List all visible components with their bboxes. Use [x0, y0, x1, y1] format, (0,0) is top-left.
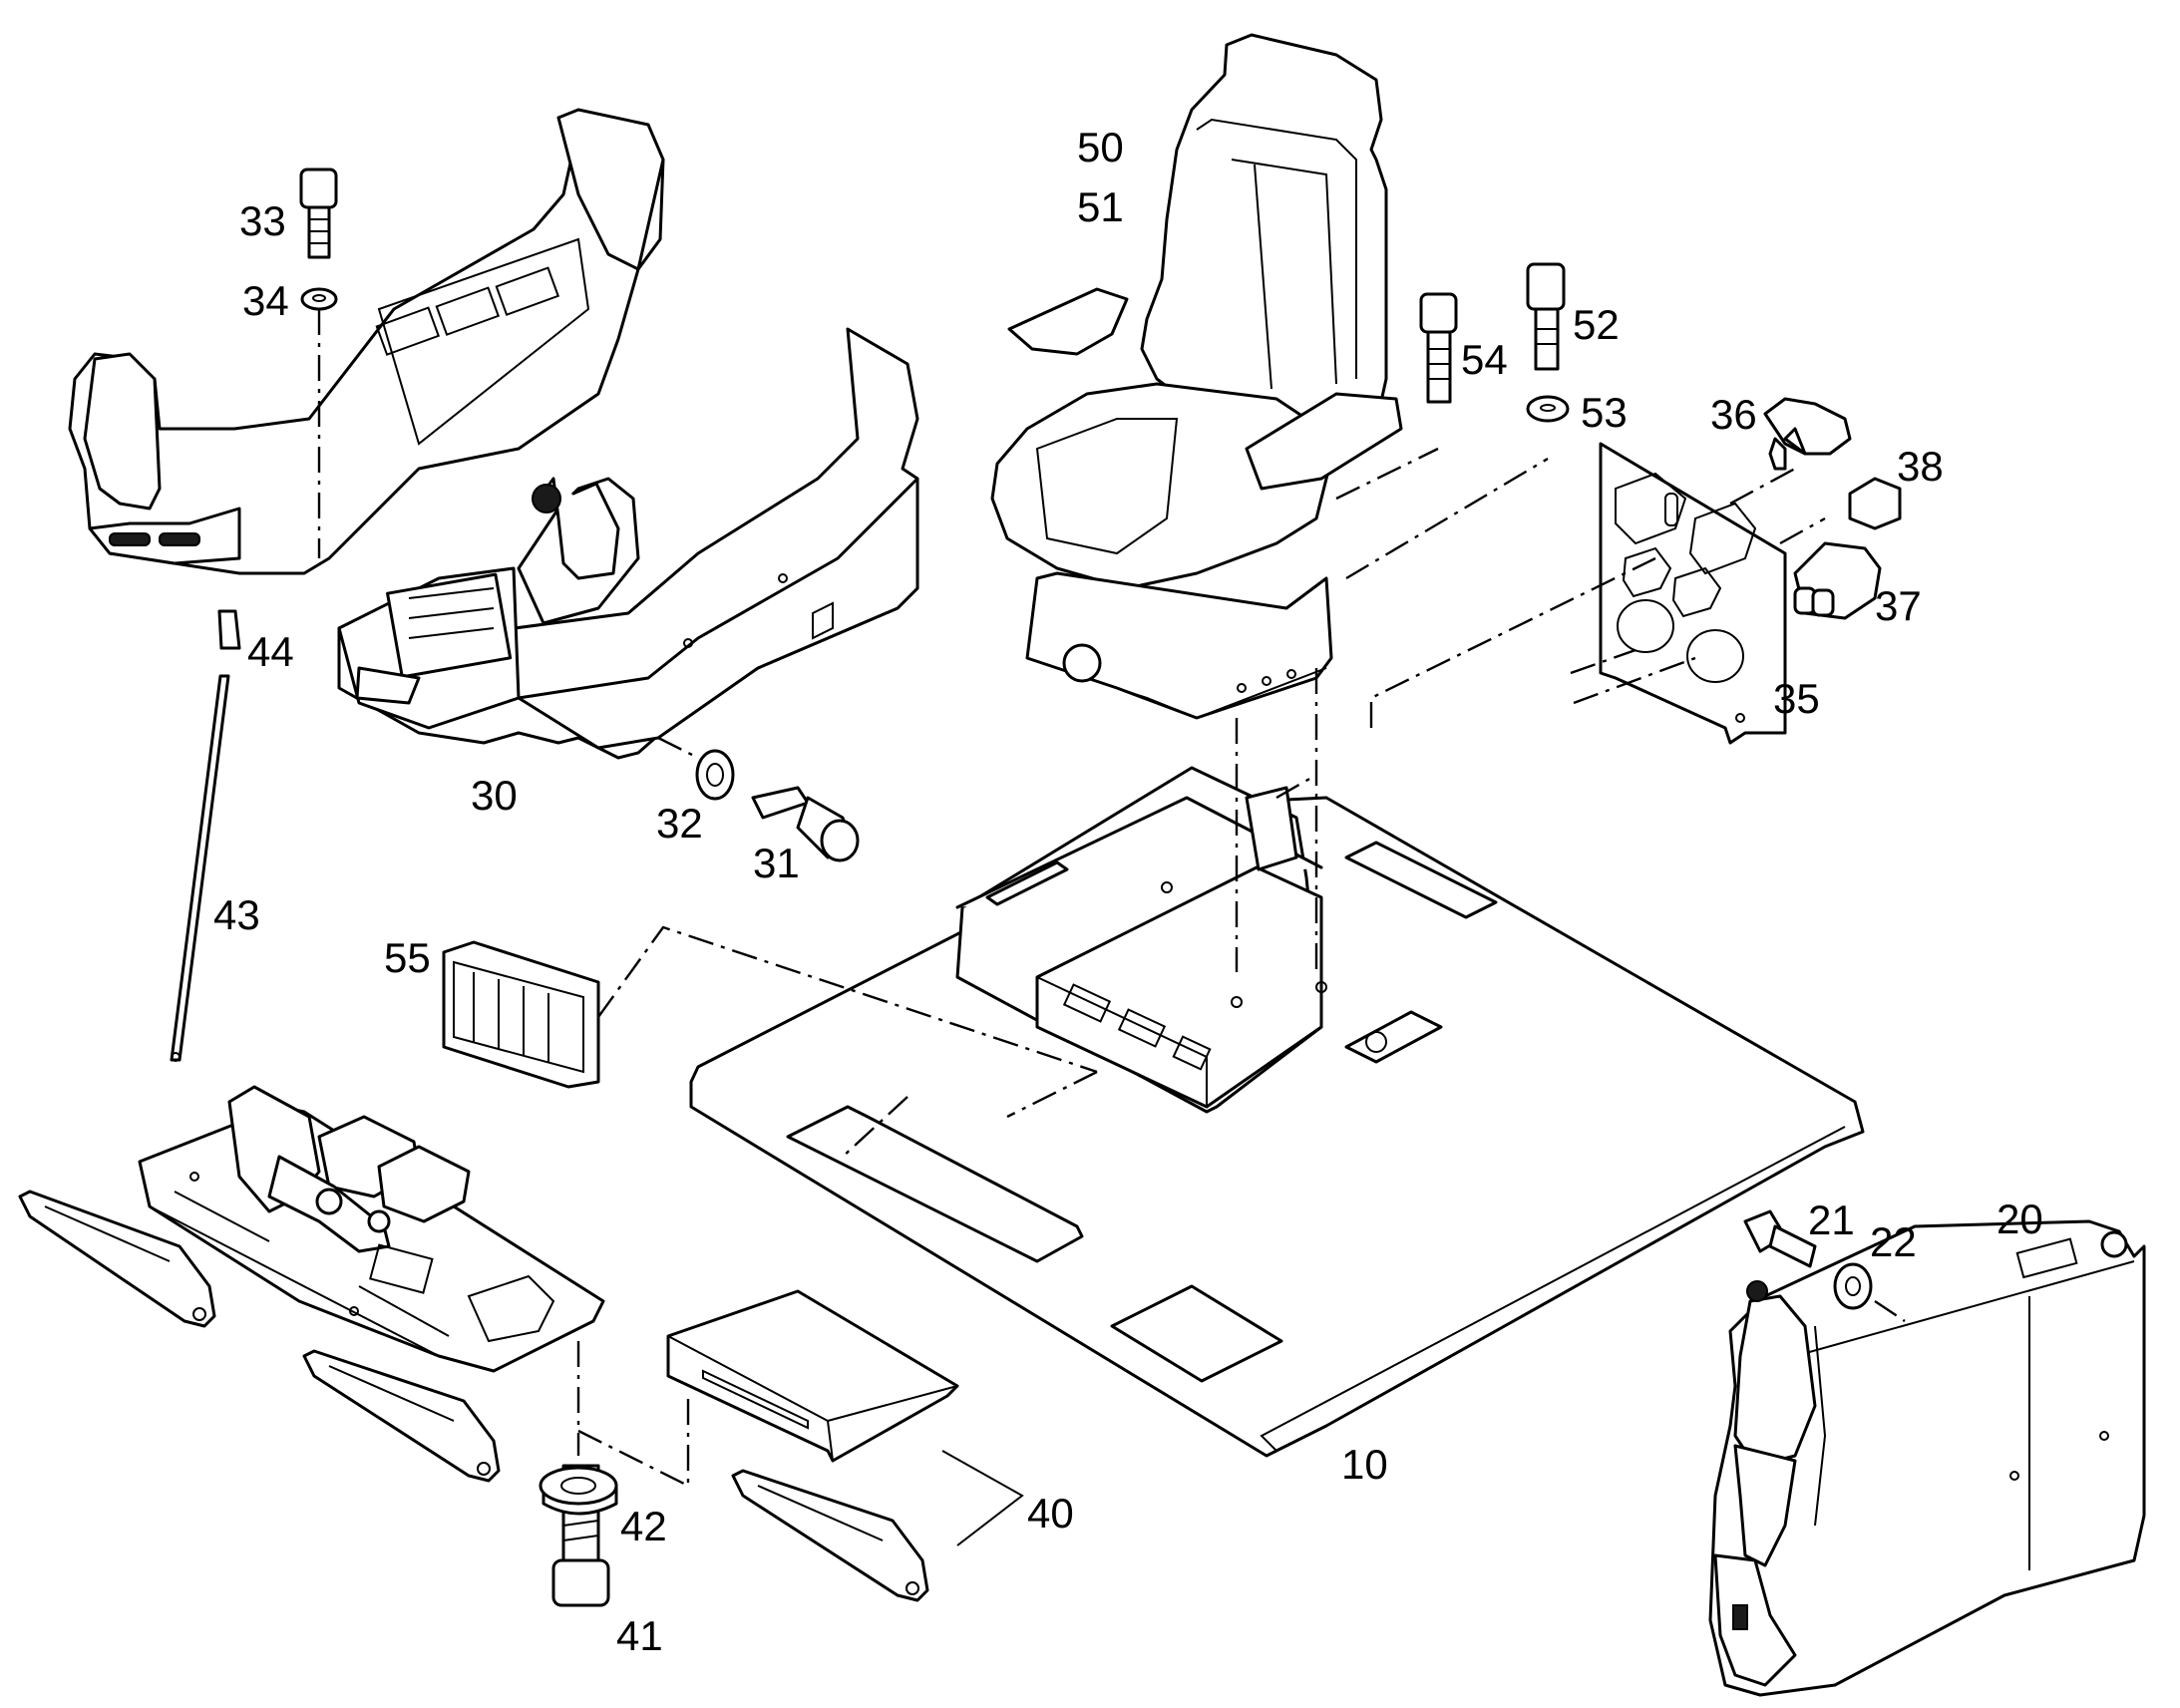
vent-panel	[442, 940, 600, 1089]
bolt-54	[1419, 292, 1458, 404]
callout-35: 35	[1773, 675, 1820, 722]
callout-41: 41	[616, 1612, 663, 1659]
bolt-31	[751, 786, 860, 862]
tray	[666, 1289, 959, 1463]
callout-55: 55	[384, 934, 431, 981]
callout-34: 34	[242, 277, 289, 324]
bracket-middle	[302, 1349, 501, 1483]
callout-22: 22	[1870, 1218, 1917, 1265]
rod	[170, 674, 230, 1062]
callout-44: 44	[247, 628, 294, 675]
seat-base-box	[955, 766, 1327, 1114]
washer-34	[300, 287, 338, 311]
washer-53	[1526, 395, 1570, 423]
callout-42: 42	[620, 1503, 667, 1549]
washer-32	[695, 749, 735, 801]
callout-21: 21	[1808, 1196, 1855, 1243]
left-console	[68, 108, 919, 760]
leader-lines	[317, 309, 1906, 1488]
callout-10: 10	[1341, 1441, 1388, 1488]
callout-33: 33	[239, 197, 286, 244]
bolt-52	[1526, 262, 1566, 371]
callout-20: 20	[1997, 1196, 2043, 1242]
callout-40-leader	[941, 1450, 1024, 1546]
callout-43: 43	[213, 891, 260, 938]
bolt-21	[1743, 1209, 1817, 1268]
knob	[217, 609, 241, 650]
washer-22	[1833, 1262, 1873, 1310]
callout-32: 32	[656, 800, 703, 847]
operator-seat	[990, 33, 1403, 720]
bracket-left	[18, 1190, 216, 1328]
callout-37: 37	[1875, 582, 1922, 629]
pedal-base	[138, 1085, 605, 1373]
callouts: 10 20 21 22 30 31 32 33 34 35 36 37 38 4…	[213, 124, 2043, 1659]
bracket-right	[731, 1469, 929, 1602]
callout-40: 40	[1027, 1490, 1074, 1537]
callout-31: 31	[753, 840, 800, 886]
callout-38: 38	[1897, 443, 1944, 490]
callout-54: 54	[1461, 336, 1508, 383]
callout-52: 52	[1573, 301, 1620, 348]
callout-51: 51	[1077, 183, 1124, 230]
callout-36: 36	[1710, 391, 1757, 438]
right-console	[1708, 1219, 2146, 1697]
callout-53: 53	[1581, 389, 1628, 436]
connector-panel	[1599, 397, 1902, 745]
bolt-33	[299, 168, 338, 259]
washer-42	[539, 1466, 618, 1516]
callout-50: 50	[1077, 124, 1124, 171]
callout-30: 30	[471, 772, 518, 819]
